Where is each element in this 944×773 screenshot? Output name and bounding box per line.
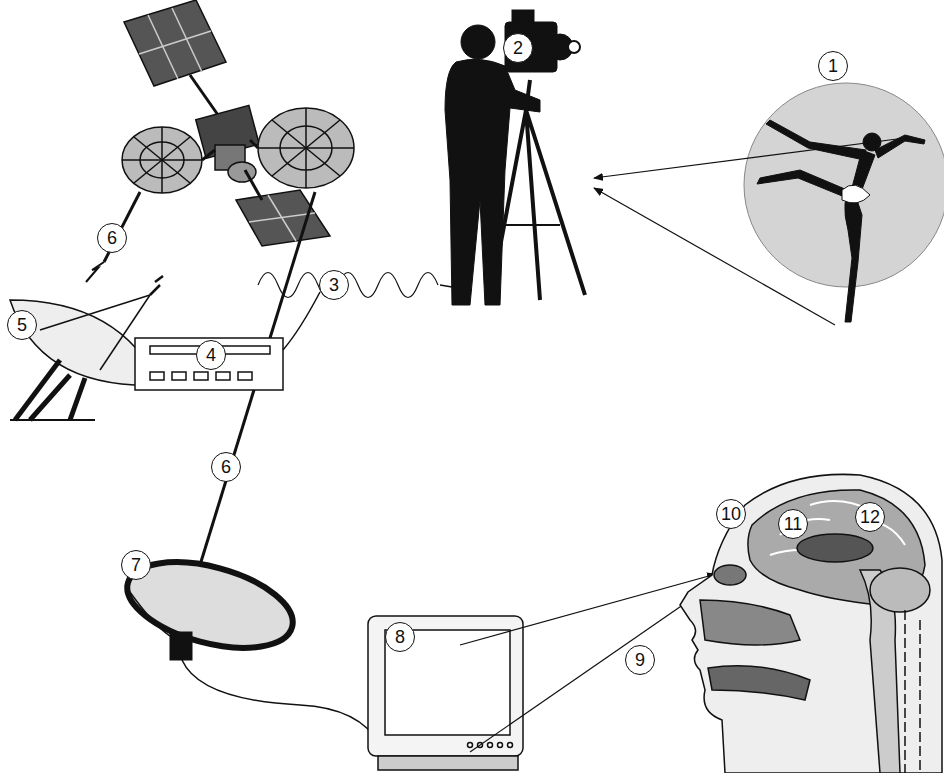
head-section — [870, 568, 930, 612]
modulator — [150, 372, 164, 380]
head-section — [905, 610, 920, 773]
uplink-dish — [10, 419, 95, 421]
uplink-dish — [15, 360, 85, 420]
camera-operator — [568, 41, 580, 53]
callout-number: 11 — [778, 509, 808, 539]
tv-monitor — [508, 743, 513, 748]
satellite — [236, 190, 330, 246]
receiving-dish — [118, 546, 380, 745]
radio-beam — [86, 262, 104, 282]
satellite — [124, 0, 226, 86]
camera-operator — [445, 59, 540, 305]
camera-operator — [445, 10, 585, 305]
satellite — [258, 108, 354, 188]
satellite — [272, 120, 340, 176]
light-arrow — [594, 138, 905, 178]
receiving-dish — [182, 660, 380, 745]
radio-beam — [86, 192, 315, 578]
modulator — [135, 338, 283, 390]
modulator — [238, 372, 252, 380]
satellite — [122, 0, 354, 246]
head-section — [797, 534, 873, 562]
ballerina — [845, 185, 862, 322]
satellite — [280, 126, 332, 170]
uplink-dish — [150, 285, 160, 295]
satellite — [139, 31, 211, 54]
camera-operator — [500, 224, 560, 226]
ballerina — [744, 83, 944, 287]
satellite — [134, 137, 190, 183]
tv-monitor — [368, 616, 523, 756]
satellite — [172, 8, 202, 72]
callout-number: 8 — [385, 622, 415, 652]
satellite — [272, 120, 340, 176]
uplink-dish — [155, 276, 163, 282]
callout-number: 5 — [7, 310, 37, 340]
signal-wave — [258, 273, 470, 351]
satellite — [202, 150, 215, 160]
satellite — [140, 142, 184, 178]
callout-number: 4 — [196, 340, 226, 370]
callout-number: 9 — [625, 645, 655, 675]
receiving-dish — [118, 546, 302, 663]
head-section — [714, 565, 746, 585]
uplink-dish — [40, 295, 150, 330]
head-section — [708, 666, 810, 700]
callout-number: 7 — [121, 550, 151, 580]
camera-operator — [461, 25, 495, 59]
callout-number: 10 — [716, 499, 746, 529]
signal-wave — [283, 292, 320, 350]
modulator — [220, 346, 270, 354]
head-section — [680, 474, 942, 773]
modulator — [172, 372, 186, 380]
modulator — [216, 372, 230, 380]
tv-monitor — [498, 743, 503, 748]
callout-number: 1 — [818, 51, 848, 81]
light-arrow — [460, 574, 716, 752]
camera-operator — [490, 80, 585, 300]
light-arrow — [594, 138, 905, 325]
satellite — [250, 140, 258, 148]
ballerina — [757, 120, 925, 322]
head-section — [700, 600, 800, 645]
ballerina — [842, 185, 870, 203]
tv-monitor — [488, 743, 493, 748]
light-arrow — [470, 582, 716, 752]
modulator — [135, 338, 283, 390]
tv-monitor — [468, 743, 473, 748]
satellite — [245, 170, 262, 200]
callout-number: 2 — [503, 33, 533, 63]
callout-number: 6 — [211, 452, 241, 482]
light-arrow — [460, 574, 716, 645]
ballerina — [744, 83, 944, 322]
head-section — [680, 474, 942, 773]
tv-monitor — [368, 616, 523, 770]
camera-operator — [512, 10, 534, 22]
receiving-dish — [170, 632, 192, 660]
callout-number: 6 — [97, 223, 127, 253]
satellite — [134, 137, 190, 183]
light-arrow — [594, 188, 835, 325]
satellite — [122, 127, 202, 193]
callout-number: 3 — [319, 270, 349, 300]
tv-monitor — [378, 756, 518, 770]
modulator — [194, 372, 208, 380]
ballerina — [757, 170, 852, 200]
callout-number: 12 — [855, 502, 885, 532]
